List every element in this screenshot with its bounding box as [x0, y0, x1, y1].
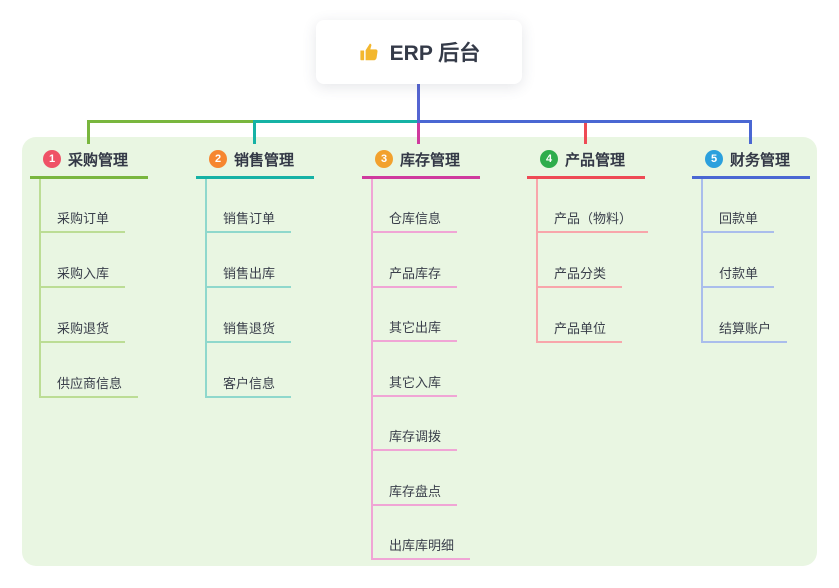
branch-title-row: 2 销售管理: [196, 147, 314, 171]
child-node[interactable]: 回款单: [701, 210, 775, 233]
branch-node[interactable]: 4 产品管理: [527, 147, 645, 179]
root-label: ERP 后台: [389, 42, 481, 65]
child-node[interactable]: 采购退货: [39, 320, 126, 343]
child-node[interactable]: 出库库明细: [371, 537, 471, 560]
branch-drop-line: [253, 120, 256, 144]
child-node[interactable]: 结算账户: [701, 320, 788, 343]
child-node[interactable]: 其它出库: [371, 319, 458, 342]
child-node[interactable]: 产品分类: [536, 265, 623, 288]
root-node[interactable]: ERP 后台: [316, 20, 522, 84]
branch-title-row: 1 采购管理: [30, 147, 148, 171]
children-connector-line: [701, 179, 703, 343]
child-node[interactable]: 销售出库: [205, 265, 292, 288]
branch-title-row: 3 库存管理: [362, 147, 480, 171]
branch-title-row: 5 财务管理: [692, 147, 810, 171]
branches-panel: [22, 137, 817, 566]
branch-node[interactable]: 1 采购管理: [30, 147, 148, 179]
branch-label: 产品管理: [565, 151, 626, 169]
branch-drop-line: [584, 120, 587, 144]
child-node[interactable]: 付款单: [701, 265, 775, 288]
branch-title-row: 4 产品管理: [527, 147, 645, 171]
children-connector-line: [371, 179, 373, 560]
trunk-segment: [253, 120, 420, 123]
branch-label: 销售管理: [234, 151, 295, 169]
branch-number-badge: 4: [540, 150, 558, 168]
child-node[interactable]: 产品单位: [536, 320, 623, 343]
child-node[interactable]: 仓库信息: [371, 210, 458, 233]
branch-number-badge: 3: [375, 150, 393, 168]
branch-label: 财务管理: [730, 151, 791, 169]
trunk-segment: [87, 120, 255, 123]
branch-drop-line: [87, 120, 90, 144]
branch-label: 库存管理: [400, 151, 461, 169]
branch-drop-line: [749, 120, 752, 144]
child-node[interactable]: 采购订单: [39, 210, 126, 233]
branch-number-badge: 1: [43, 150, 61, 168]
child-node[interactable]: 采购入库: [39, 265, 126, 288]
branch-drop-line: [417, 120, 420, 144]
child-node[interactable]: 供应商信息: [39, 375, 139, 398]
children-connector-line: [205, 179, 207, 398]
branch-node[interactable]: 2 销售管理: [196, 147, 314, 179]
children-connector-line: [536, 179, 538, 343]
branch-node[interactable]: 3 库存管理: [362, 147, 480, 179]
child-node[interactable]: 产品（物料）: [536, 210, 649, 233]
trunk-segment: [417, 120, 752, 123]
child-node[interactable]: 库存盘点: [371, 483, 458, 506]
branch-label: 采购管理: [68, 151, 129, 169]
child-node[interactable]: 产品库存: [371, 265, 458, 288]
child-node[interactable]: 其它入库: [371, 374, 458, 397]
children-connector-line: [39, 179, 41, 398]
branch-node[interactable]: 5 财务管理: [692, 147, 810, 179]
branch-number-badge: 5: [705, 150, 723, 168]
root-drop-line: [417, 84, 420, 123]
child-node[interactable]: 销售退货: [205, 320, 292, 343]
thumbs-up-icon: [358, 41, 380, 63]
child-node[interactable]: 销售订单: [205, 210, 292, 233]
child-node[interactable]: 库存调拨: [371, 428, 458, 451]
branch-number-badge: 2: [209, 150, 227, 168]
child-node[interactable]: 客户信息: [205, 375, 292, 398]
